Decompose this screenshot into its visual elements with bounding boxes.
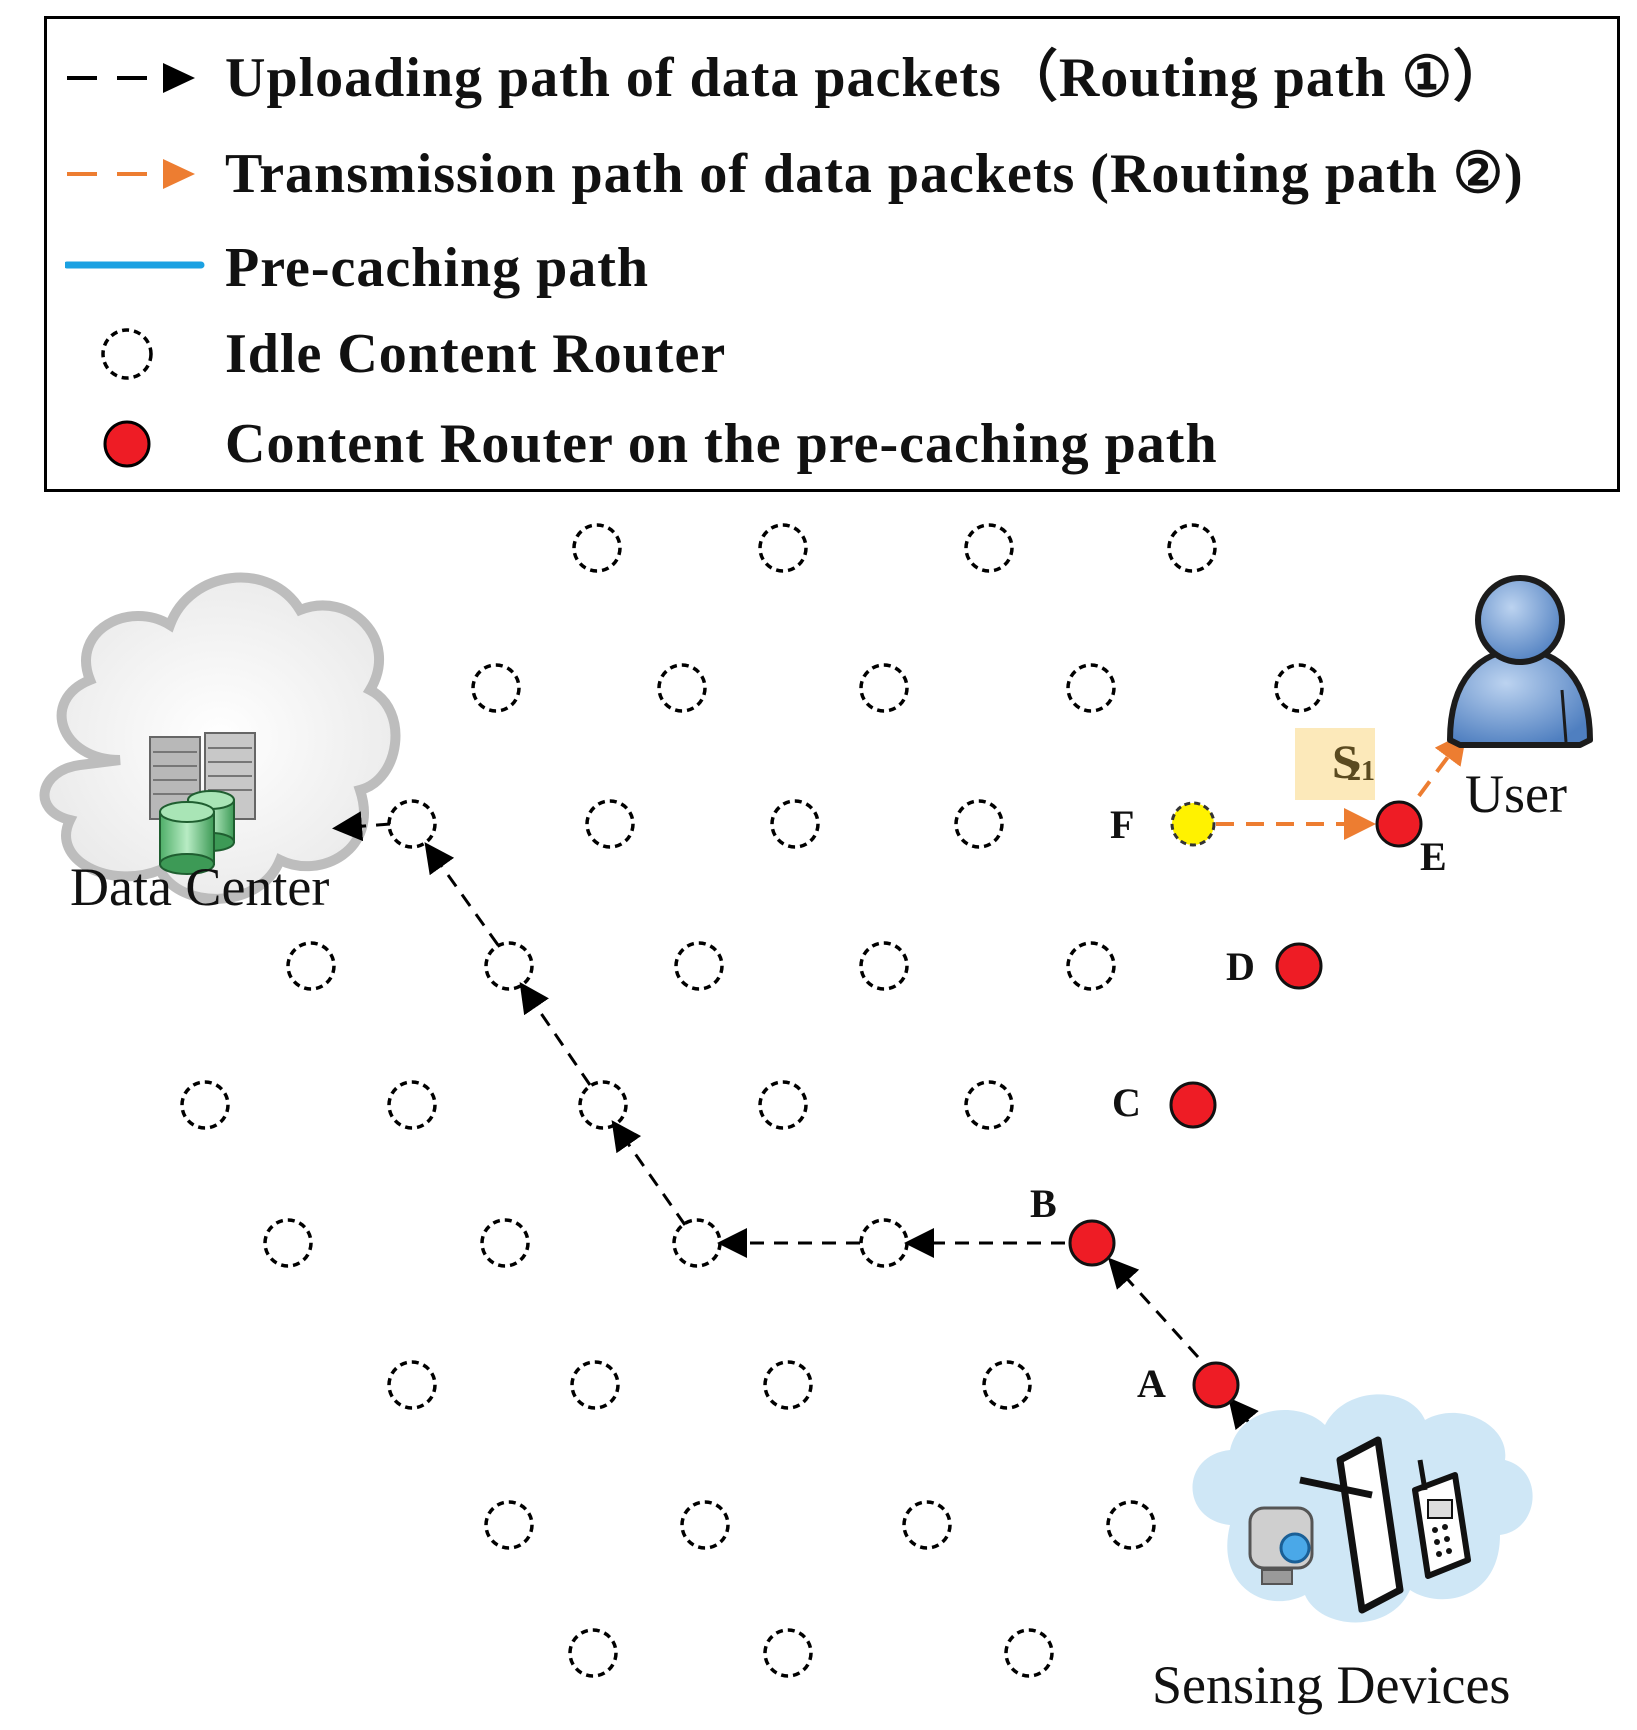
precache-routers (1068, 800, 1423, 1409)
idle-router (471, 663, 521, 713)
idle-router (263, 1218, 313, 1268)
router-b (1068, 1219, 1116, 1267)
router-d (1275, 942, 1323, 990)
idle-router (1066, 663, 1116, 713)
idle-router (1004, 1628, 1054, 1678)
idle-router (578, 1080, 628, 1130)
idle-router (964, 1080, 1014, 1130)
segment-main: S (1332, 736, 1359, 789)
data-center-cloud: Data Center (39, 572, 401, 917)
legend-label-idle: Idle Content Router (225, 323, 727, 385)
upload-path (332, 811, 1259, 1431)
idle-router (1274, 663, 1324, 713)
idle-router (484, 1500, 534, 1550)
upload-segment (611, 1120, 687, 1226)
idle-router (758, 523, 808, 573)
idle-router (657, 663, 707, 713)
legend-label-active: Content Router on the pre-caching path (225, 413, 1218, 475)
sensing-devices-label: Sensing Devices (1152, 1655, 1510, 1715)
idle-router (387, 1080, 437, 1130)
upload-segment (424, 842, 500, 946)
black-dashed-arrow-icon (67, 63, 195, 93)
legend-item-upload: Uploading path of data packets（Routing p… (47, 33, 1617, 123)
idle-router (1066, 941, 1116, 991)
idle-router (387, 1360, 437, 1410)
idle-router (568, 1628, 618, 1678)
router-e (1375, 800, 1423, 848)
blue-line-icon (65, 261, 205, 269)
idle-router (674, 941, 724, 991)
idle-router (680, 1500, 730, 1550)
legend: Uploading path of data packets（Routing p… (44, 16, 1620, 492)
idle-router (286, 941, 336, 991)
upload-segment (332, 811, 391, 842)
legend-item-idle: Idle Content Router (47, 309, 1617, 399)
legend-label-transmission: Transmission path of data packets (Routi… (225, 143, 1524, 205)
router-a (1192, 1361, 1240, 1409)
orange-dashed-arrow-icon (67, 159, 195, 189)
legend-item-precache: Pre-caching path (47, 223, 1617, 313)
segment-sub: 21 (1347, 756, 1375, 787)
user-label: User (1465, 764, 1567, 824)
user-icon (1447, 575, 1593, 748)
node-label-c: C (1112, 1080, 1141, 1125)
idle-router (859, 1218, 909, 1268)
idle-router (763, 1628, 813, 1678)
idle-router (180, 1080, 230, 1130)
node-label-e: E (1420, 834, 1447, 879)
camera-icon (1248, 1506, 1314, 1585)
idle-router (982, 1360, 1032, 1410)
idle-router (1167, 523, 1217, 573)
upload-segment (519, 982, 592, 1086)
node-label-d: D (1226, 944, 1255, 989)
data-center-label: Data Center (70, 857, 329, 917)
phone-icon (1412, 1459, 1471, 1579)
legend-item-transmission: Transmission path of data packets (Routi… (47, 129, 1617, 219)
sensing-devices-cloud (1192, 1394, 1533, 1623)
legend-item-active: Content Router on the pre-caching path (47, 399, 1617, 489)
legend-label-precache: Pre-caching path (225, 237, 650, 299)
idle-router (1106, 1500, 1156, 1550)
idle-router (763, 1360, 813, 1410)
idle-router (387, 799, 437, 849)
tablet-icon (1299, 1436, 1404, 1614)
idle-router (672, 1218, 722, 1268)
segment-label: S 21 (1295, 728, 1375, 800)
idle-router (480, 1218, 530, 1268)
idle-router (572, 523, 622, 573)
idle-router (484, 941, 534, 991)
idle-routers (180, 523, 1324, 1678)
idle-router (964, 523, 1014, 573)
router-c (1169, 1081, 1217, 1129)
idle-router (570, 1360, 620, 1410)
legend-label-upload: Uploading path of data packets（Routing p… (225, 47, 1510, 109)
database-icon (159, 790, 235, 875)
idle-router (859, 941, 909, 991)
red-circle-icon (103, 420, 151, 468)
idle-router (585, 799, 635, 849)
node-label-a: A (1137, 1361, 1166, 1406)
node-label-b: B (1030, 1181, 1057, 1226)
idle-router (770, 799, 820, 849)
node-label-f: F (1110, 802, 1134, 847)
dashed-circle-icon (101, 328, 153, 380)
idle-router (902, 1500, 952, 1550)
idle-router (859, 663, 909, 713)
idle-router (758, 1080, 808, 1130)
upload-segment (1107, 1257, 1200, 1359)
source-router-f (1170, 801, 1216, 847)
idle-router (954, 799, 1004, 849)
